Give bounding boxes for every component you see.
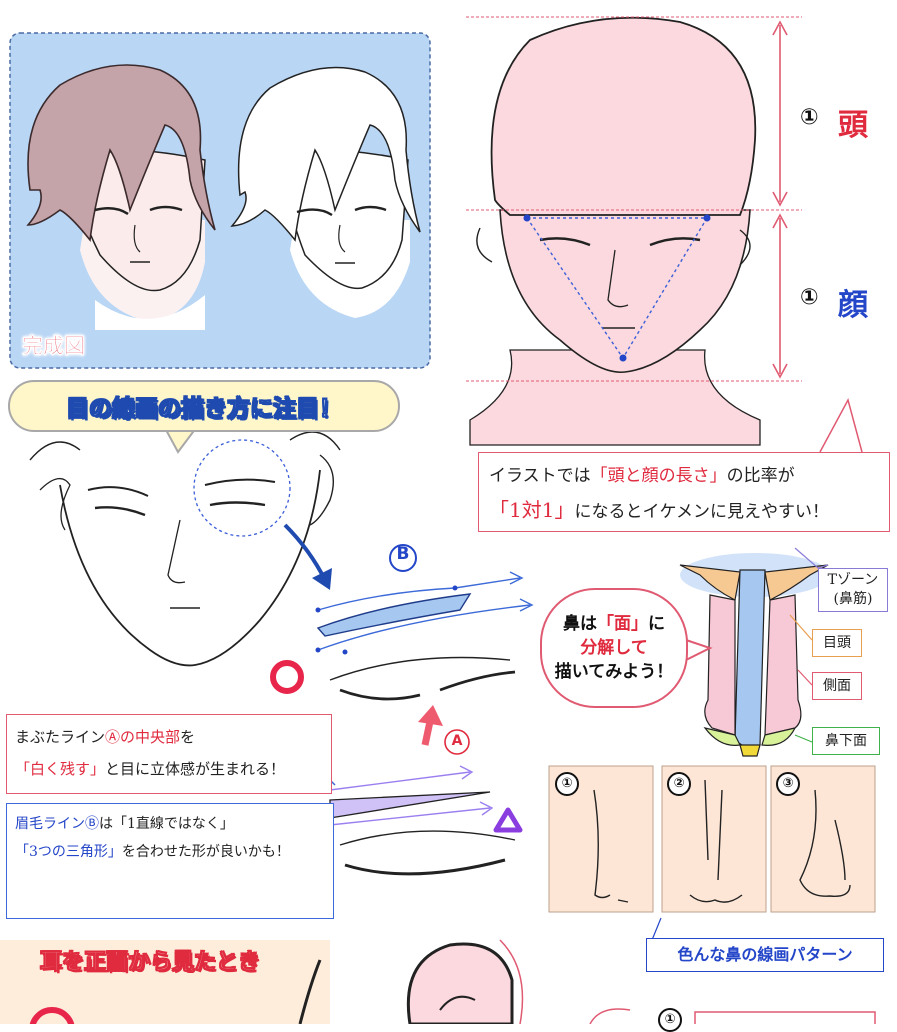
nose-tip-line-2: 分解して xyxy=(580,638,648,658)
brow-detail-illustration xyxy=(270,544,534,755)
face-lineart-illustration xyxy=(29,431,341,667)
colored-head-illustration xyxy=(26,64,216,330)
face-ratio-number: ① xyxy=(800,285,819,310)
marker-b: B xyxy=(396,544,410,564)
marker-a: A xyxy=(451,733,463,749)
eyelid-tip-box: まぶたラインⒶの中央部を 「白く残す」と目に立体感が生まれる！ xyxy=(6,714,332,794)
nose-tip-bubble: 鼻は「面」に 分解して 描いてみよう！ xyxy=(540,588,688,708)
tag-side: 側面 xyxy=(812,672,862,700)
eyelid-tip-line-1: まぶたラインⒶの中央部を xyxy=(15,728,196,746)
nose-cards-illustration xyxy=(548,765,876,941)
ratio-note-box: イラストでは「頭と顔の長さ」の比率が 「1対1」になるとイケメンに見えやすい！ xyxy=(478,452,890,532)
nose-card-2-badge: ② xyxy=(667,772,691,796)
tag-t-zone: Tゾーン (鼻筋) xyxy=(818,568,888,612)
nose-card-3-badge: ③ xyxy=(776,772,800,796)
ear-illustration xyxy=(0,939,876,1024)
title-bubble-tail xyxy=(164,427,197,454)
title-text: 目の線画の描き方に注目！ xyxy=(66,396,343,423)
ear-number-badge: ① xyxy=(658,1008,682,1032)
eyelid-tip-line-2: 「白く残す」と目に立体感が生まれる！ xyxy=(15,760,286,778)
nose-diagram-illustration xyxy=(679,547,830,757)
brow-comparison-illustration xyxy=(319,765,523,876)
nose-tip-line-3: 描いてみよう！ xyxy=(554,662,674,682)
title-bubble: 目の線画の描き方に注目！ xyxy=(8,380,400,432)
nose-card-1-badge: ① xyxy=(555,772,579,796)
nose-tip-line-1: 鼻は「面」に xyxy=(563,614,665,634)
proportion-head-illustration xyxy=(466,16,863,453)
nose-bubble-tail xyxy=(685,639,713,661)
brow-tip-box: 眉毛ラインⒷは「1直線ではなく」 「3つの三角形」を合わせた形が良いかも！ xyxy=(6,803,334,919)
tag-inner-corner: 目頭 xyxy=(812,629,862,657)
ratio-note-line-1: イラストでは「頭と顔の長さ」の比率が xyxy=(489,466,795,486)
ear-section-title: 耳を正面から見たとき xyxy=(40,950,261,976)
head-label: 頭 xyxy=(838,108,868,143)
tag-under: 鼻下面 xyxy=(812,727,880,755)
completed-label: 完成図 xyxy=(22,334,86,359)
brow-tip-line-1: 眉毛ラインⒷは「1直線ではなく」 xyxy=(15,816,234,832)
nose-pattern-label: 色んな鼻の線画パターン xyxy=(646,938,884,972)
lineart-head-illustration xyxy=(230,66,421,318)
brow-tip-line-2: 「3つの三角形」を合わせた形が良いかも！ xyxy=(15,844,290,860)
face-label: 顔 xyxy=(838,288,868,323)
head-ratio-number: ① xyxy=(800,105,819,130)
ratio-note-line-2: 「1対1」になるとイケメンに見えやすい！ xyxy=(489,498,829,522)
